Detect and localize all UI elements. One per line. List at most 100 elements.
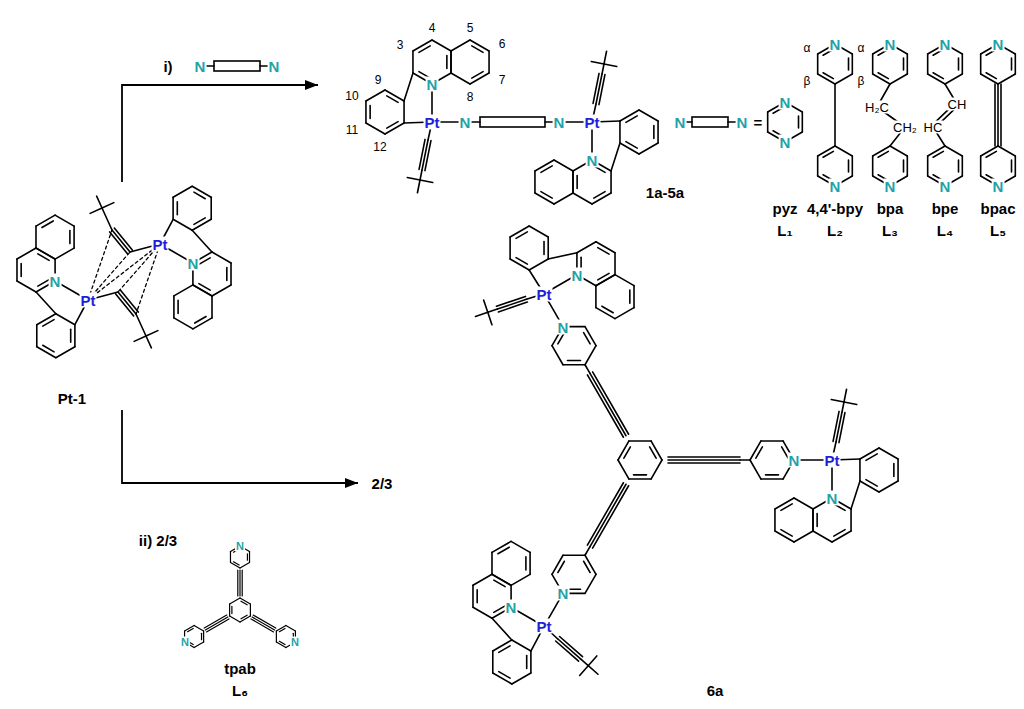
bond — [572, 171, 574, 193]
bond — [525, 557, 527, 570]
group-label: CH — [947, 98, 968, 111]
nitrogen-atom: N — [187, 256, 200, 271]
bond — [488, 51, 490, 73]
platinum-atom: Pt — [80, 293, 97, 308]
bond — [668, 459, 740, 461]
bond — [387, 96, 398, 103]
bond — [584, 333, 591, 344]
bond — [510, 259, 529, 270]
bond — [558, 639, 581, 659]
bond — [591, 61, 604, 64]
bond — [470, 73, 489, 84]
bond — [450, 51, 452, 73]
bond — [986, 73, 996, 79]
position-number: 11 — [345, 124, 359, 136]
bond — [146, 336, 151, 348]
bond — [836, 412, 842, 442]
bond — [907, 156, 909, 176]
linker-box — [214, 61, 260, 71]
bond — [404, 73, 413, 101]
bond — [70, 329, 72, 342]
bond — [116, 294, 134, 316]
bond — [195, 317, 206, 324]
bond — [618, 441, 629, 460]
bond — [653, 125, 655, 138]
bond — [998, 146, 1015, 156]
bond — [230, 616, 240, 622]
compound-label: L₄ — [936, 223, 954, 238]
nitrogen-atom: N — [505, 600, 518, 615]
bond — [541, 192, 552, 199]
bond — [417, 180, 420, 193]
nitrogen-atom: N — [557, 320, 570, 335]
bond — [560, 636, 583, 656]
position-number: 9 — [374, 74, 383, 86]
position-number: 12 — [372, 141, 387, 153]
bond — [878, 151, 888, 157]
bond — [552, 346, 563, 365]
bond — [529, 552, 531, 574]
bond — [17, 248, 36, 259]
bond — [185, 626, 195, 632]
bond — [860, 481, 879, 492]
bond — [657, 121, 659, 143]
bond — [492, 574, 511, 585]
bond — [958, 160, 960, 172]
nitrogen-atom: N — [290, 637, 300, 648]
bond — [986, 151, 996, 157]
bond — [387, 122, 398, 129]
bond — [509, 237, 511, 259]
bond — [802, 112, 804, 132]
bond — [614, 253, 616, 275]
bond — [596, 308, 615, 319]
bond — [590, 373, 626, 435]
bond — [114, 228, 132, 250]
bond — [823, 73, 833, 79]
compound-label: L₃ — [881, 223, 899, 238]
bond — [962, 54, 964, 74]
bond — [276, 631, 277, 642]
bond — [890, 146, 907, 156]
bond — [493, 673, 512, 684]
platinum-atom: Pt — [584, 115, 601, 130]
bond — [419, 139, 425, 169]
bond — [498, 547, 509, 554]
bond — [242, 570, 243, 596]
bond — [775, 531, 794, 542]
bond — [610, 171, 612, 193]
bond — [511, 574, 530, 585]
bond — [604, 51, 607, 64]
nitrogen-atom: N — [736, 115, 749, 130]
bond — [750, 441, 761, 460]
bond — [994, 84, 996, 146]
bond — [529, 226, 548, 237]
bond — [446, 55, 448, 68]
bond — [596, 242, 615, 253]
compound-label: = — [753, 115, 764, 130]
position-letter: β — [857, 75, 866, 87]
bond — [834, 530, 845, 537]
bond — [872, 156, 874, 176]
bond — [249, 552, 250, 563]
bond — [493, 640, 512, 651]
bond — [203, 631, 204, 642]
bond — [43, 345, 54, 352]
bond — [194, 218, 205, 225]
bond — [56, 347, 75, 358]
bond — [1011, 160, 1013, 172]
bond — [794, 531, 813, 542]
bond — [174, 318, 193, 329]
bond — [90, 208, 102, 213]
bond — [240, 616, 250, 622]
bond — [798, 116, 800, 128]
bond — [475, 312, 487, 316]
bond — [980, 54, 982, 74]
compound-label: 2/3 — [371, 476, 394, 491]
bond — [110, 232, 128, 254]
bond — [385, 90, 404, 101]
bond — [365, 101, 367, 123]
bond — [173, 219, 192, 230]
nitrogen-atom: N — [829, 37, 842, 52]
nitrogen-atom: N — [826, 491, 839, 506]
compound-label: 1a-5a — [645, 185, 685, 200]
